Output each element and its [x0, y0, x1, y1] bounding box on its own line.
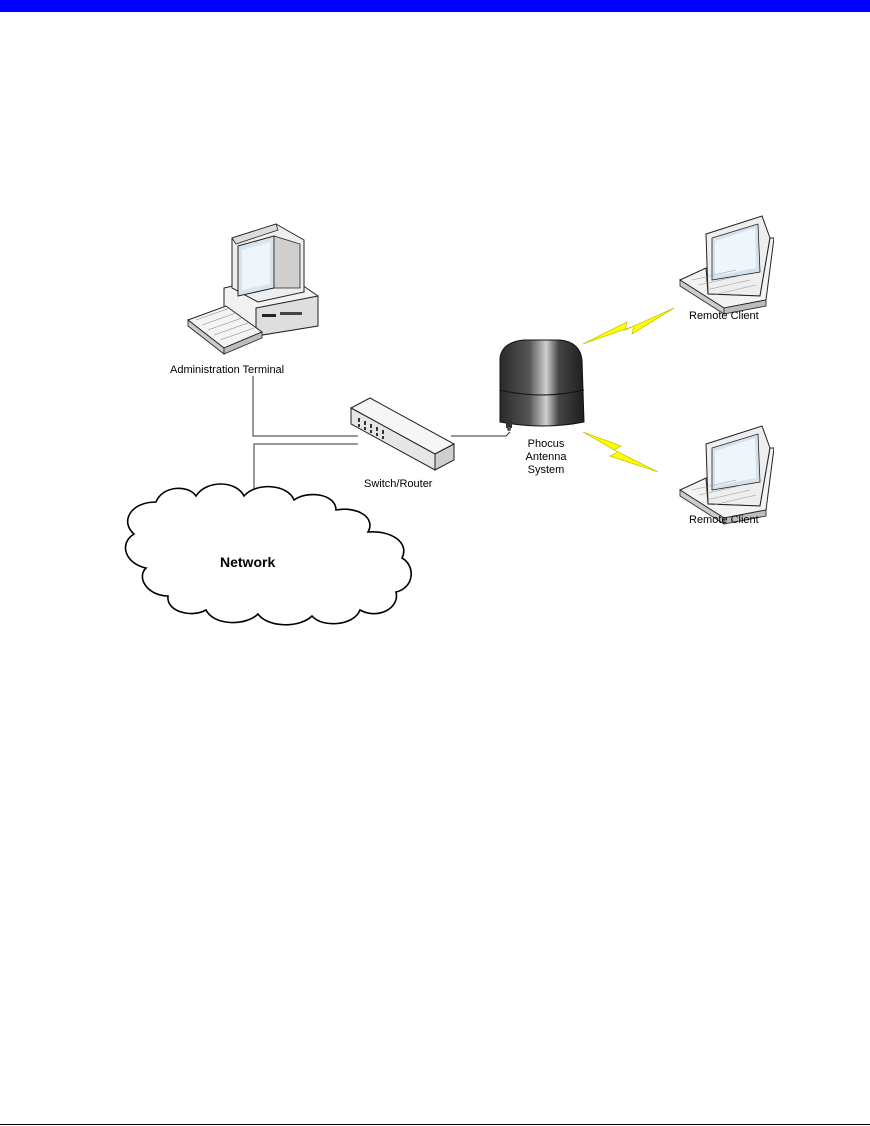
- link-switch-antenna: [451, 432, 510, 436]
- diagram-canvas: [96, 208, 774, 628]
- antenna-label-line-2: Antenna: [510, 451, 582, 464]
- antenna-label-line-1: Phocus: [510, 438, 582, 451]
- remote-client-1-label: Remote Client: [689, 310, 759, 323]
- antenna-label-line-3: System: [510, 464, 582, 477]
- laptop-icon: [680, 426, 774, 524]
- network-diagram: Administration Terminal Switch/Router Ph…: [96, 208, 774, 628]
- laptop-icon: [680, 216, 774, 314]
- header-bar: [0, 0, 870, 12]
- admin-terminal-label: Administration Terminal: [170, 364, 284, 377]
- link-terminal-switch: [253, 376, 358, 436]
- wireless-signal-icon: [583, 308, 674, 472]
- remote-client-2-label: Remote Client: [689, 514, 759, 527]
- footer-rule: [0, 1124, 870, 1125]
- network-label: Network: [220, 554, 275, 570]
- switch-router-label: Switch/Router: [364, 478, 432, 491]
- antenna-icon: [500, 340, 584, 431]
- desktop-computer-icon: [188, 224, 318, 354]
- network-switch-icon: [351, 398, 454, 470]
